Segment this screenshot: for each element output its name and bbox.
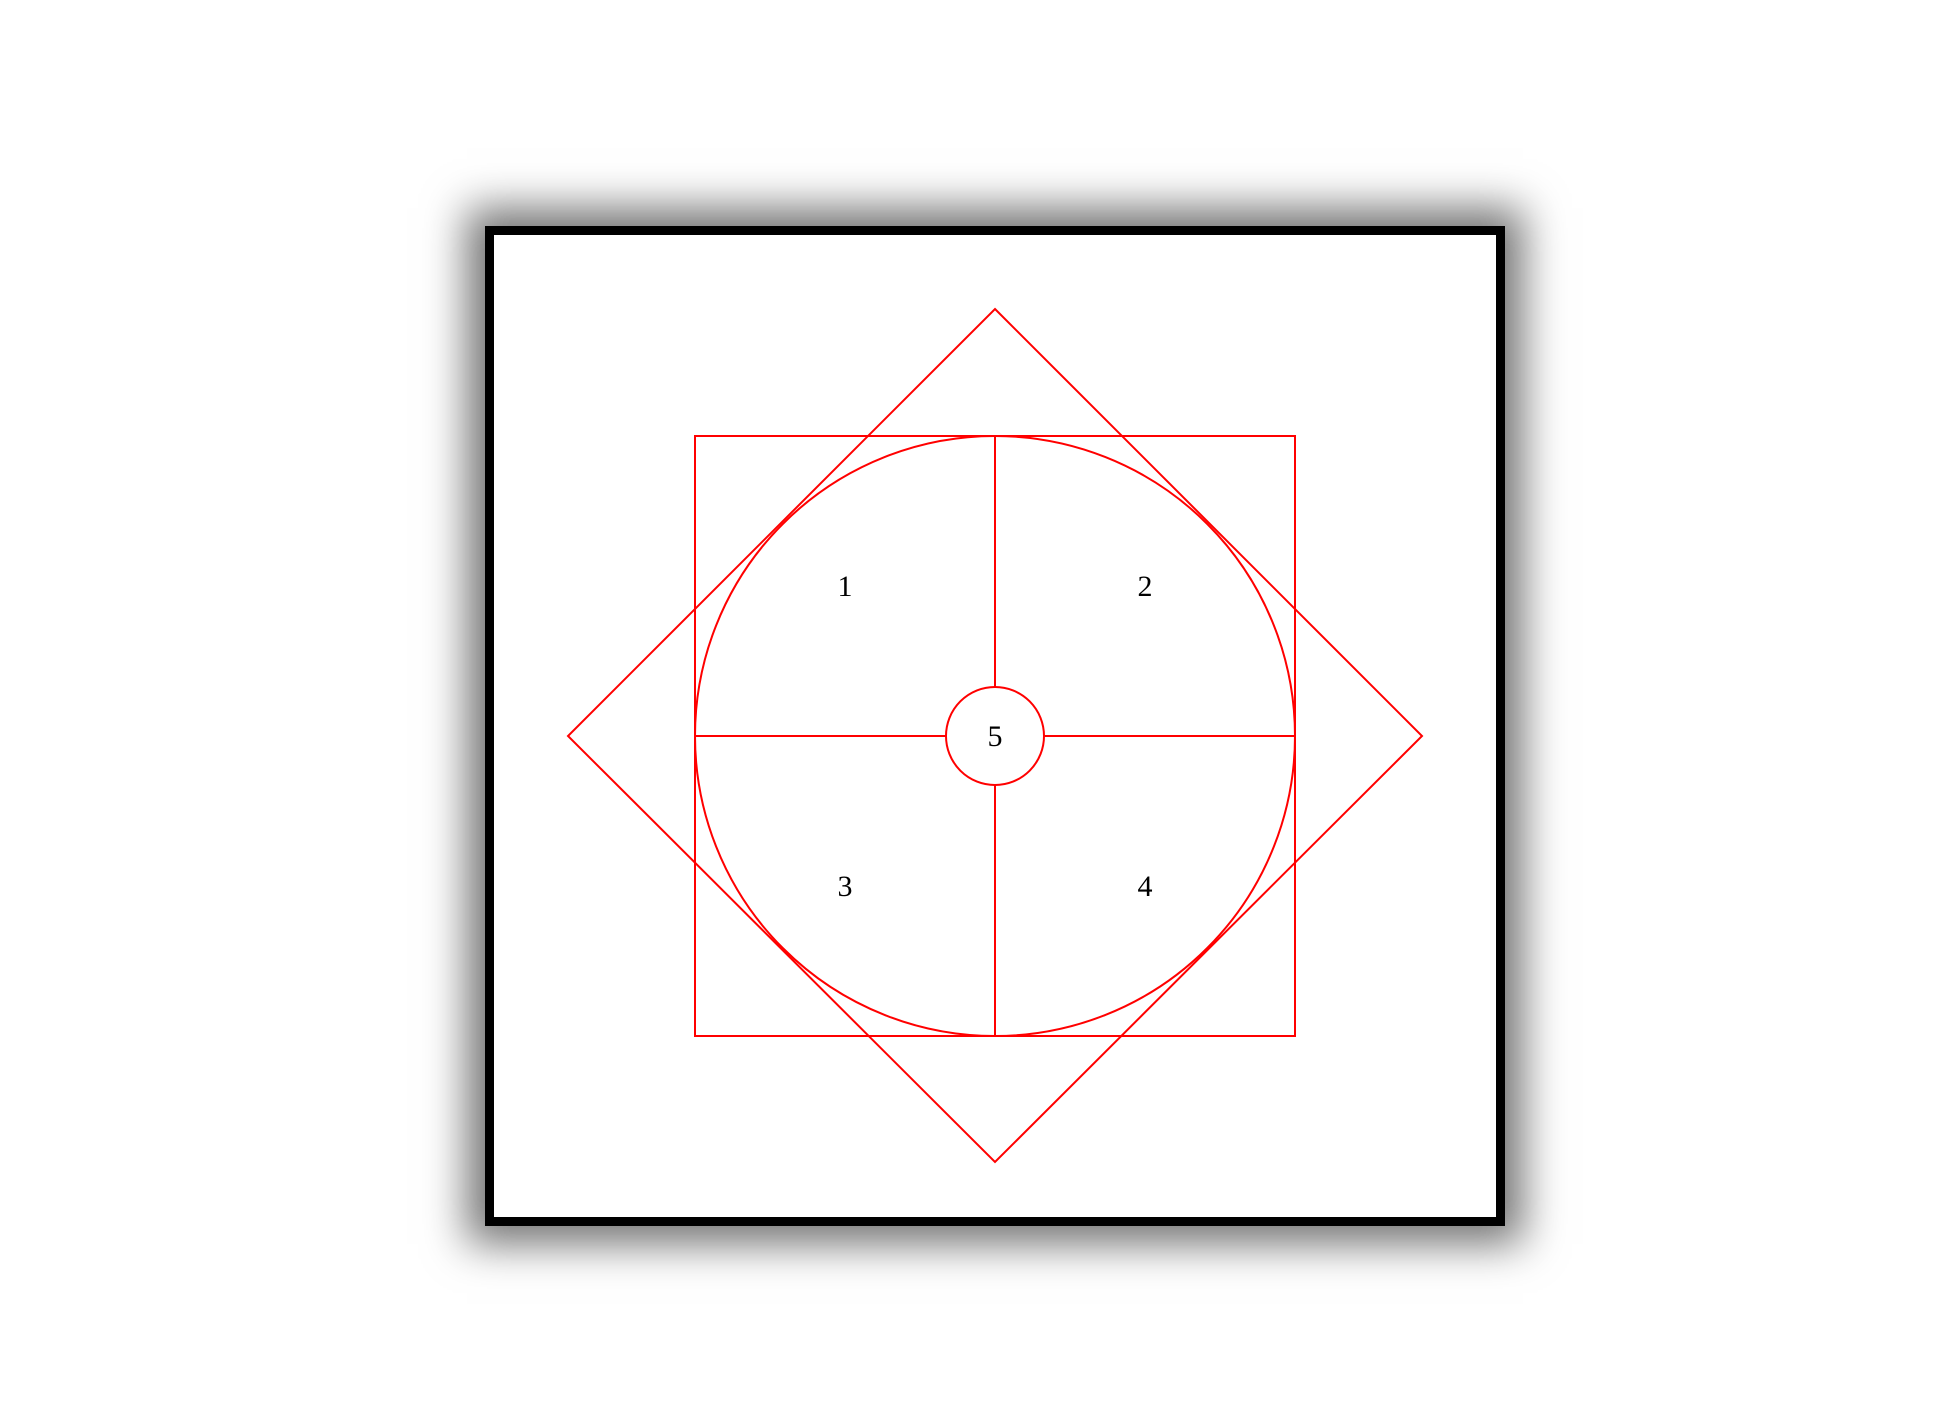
zone-label-5: 5 [988,720,1003,753]
rotated-square [566,307,1424,1164]
zone-label-2: 2 [1138,570,1153,603]
diagram-frame [485,226,1505,1226]
center-circle [945,686,1045,786]
zone-label-4: 4 [1138,870,1153,903]
zone-label-3: 3 [838,870,853,903]
zone-label-1: 1 [838,570,853,603]
